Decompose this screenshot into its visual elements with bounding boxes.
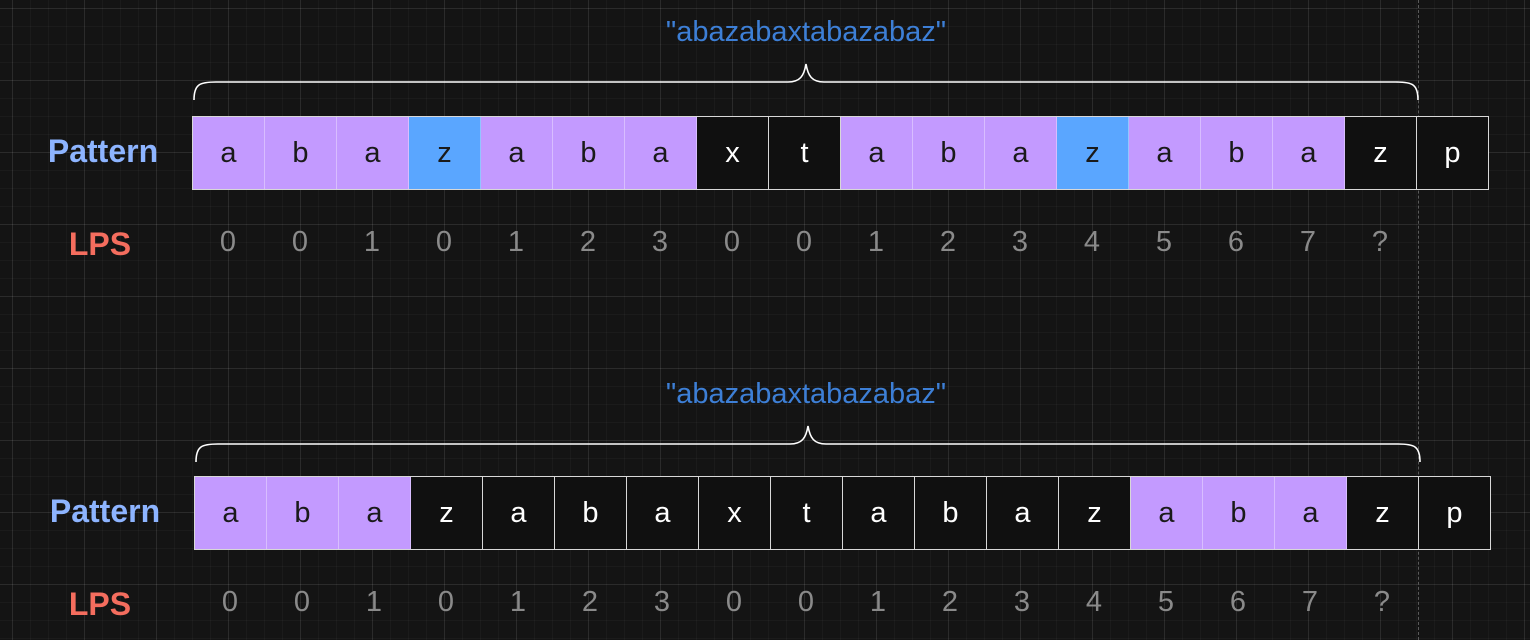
lps-value: 0 [797, 586, 815, 618]
pattern-cell: a [985, 117, 1057, 189]
curly-brace [193, 63, 1419, 101]
pattern-cell: b [915, 477, 987, 549]
pattern-cell: a [627, 477, 699, 549]
lps-value: 3 [1013, 586, 1031, 618]
pattern-cell: a [195, 477, 267, 549]
pattern-cell: a [1131, 477, 1203, 549]
curly-brace [195, 425, 1421, 463]
pattern-cell: b [913, 117, 985, 189]
pattern-cell: a [841, 117, 913, 189]
pattern-cell: p [1417, 117, 1488, 189]
pattern-cell: z [1059, 477, 1131, 549]
lps-value: 0 [723, 226, 741, 258]
lps-label: LPS [68, 226, 132, 262]
lps-value: 1 [507, 226, 525, 258]
pattern-cell: b [265, 117, 337, 189]
lps-value: 1 [363, 226, 381, 258]
lps-value: ? [1373, 586, 1391, 618]
lps-value: 7 [1299, 226, 1317, 258]
lps-value: 0 [291, 226, 309, 258]
pattern-cell: x [697, 117, 769, 189]
pattern-cell: a [1275, 477, 1347, 549]
pattern-cell: t [769, 117, 841, 189]
lps-value: 3 [1011, 226, 1029, 258]
pattern-cell: a [987, 477, 1059, 549]
pattern-cell: a [337, 117, 409, 189]
pattern-cell: a [625, 117, 697, 189]
pattern-label: Pattern [49, 493, 161, 529]
lps-value: 0 [219, 226, 237, 258]
lps-value: 7 [1301, 586, 1319, 618]
pattern-cell: x [699, 477, 771, 549]
lps-value: 4 [1083, 226, 1101, 258]
lps-label: LPS [68, 586, 132, 622]
pattern-cell: t [771, 477, 843, 549]
dashed-divider [1418, 0, 1419, 640]
pattern-cell: a [193, 117, 265, 189]
substring-quote: "abazabaxtabazabaz" [665, 16, 947, 48]
lps-value: 2 [941, 586, 959, 618]
pattern-cell: z [411, 477, 483, 549]
lps-value: 4 [1085, 586, 1103, 618]
lps-value: 1 [869, 586, 887, 618]
lps-value: 0 [795, 226, 813, 258]
pattern-cell: a [483, 477, 555, 549]
lps-value: 0 [435, 226, 453, 258]
pattern-cell: b [553, 117, 625, 189]
pattern-cell: p [1419, 477, 1490, 549]
lps-value: 1 [867, 226, 885, 258]
lps-value: 1 [509, 586, 527, 618]
pattern-cell: z [1347, 477, 1419, 549]
lps-value: 0 [293, 586, 311, 618]
pattern-cell: a [339, 477, 411, 549]
lps-value: 5 [1155, 226, 1173, 258]
lps-value: 3 [653, 586, 671, 618]
lps-value: 2 [939, 226, 957, 258]
pattern-cell: a [843, 477, 915, 549]
pattern-cell: b [267, 477, 339, 549]
lps-value: 1 [365, 586, 383, 618]
pattern-cell: b [1203, 477, 1275, 549]
lps-value: 2 [579, 226, 597, 258]
lps-value: 6 [1227, 226, 1245, 258]
pattern-cell: z [409, 117, 481, 189]
lps-value: ? [1371, 226, 1389, 258]
lps-value: 0 [221, 586, 239, 618]
lps-value: 0 [437, 586, 455, 618]
pattern-cell: b [555, 477, 627, 549]
lps-values: 0 0 1 0 1 2 3 0 0 1 2 3 4 5 6 7? [192, 226, 1416, 259]
lps-values: 0 0 1 0 1 2 3 0 0 1 2 3 4 5 6 7? [194, 586, 1418, 619]
pattern-cell: z [1345, 117, 1417, 189]
lps-value: 0 [725, 586, 743, 618]
pattern-cell: a [1129, 117, 1201, 189]
lps-value: 6 [1229, 586, 1247, 618]
pattern-cell: a [1273, 117, 1345, 189]
pattern-cell: b [1201, 117, 1273, 189]
lps-value: 3 [651, 226, 669, 258]
pattern-label: Pattern [47, 133, 159, 169]
lps-value: 2 [581, 586, 599, 618]
substring-quote: "abazabaxtabazabaz" [665, 378, 947, 410]
pattern-cell: z [1057, 117, 1129, 189]
lps-value: 5 [1157, 586, 1175, 618]
pattern-cell: a [481, 117, 553, 189]
